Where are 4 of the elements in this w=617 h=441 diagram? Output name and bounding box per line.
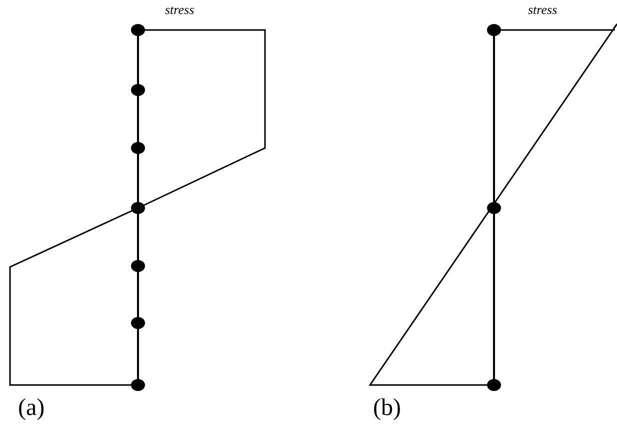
axis-label: stress — [165, 2, 194, 18]
axis-label: stress — [528, 2, 558, 18]
panel-label: (b) — [373, 395, 401, 422]
panel-label: (a) — [18, 395, 45, 422]
